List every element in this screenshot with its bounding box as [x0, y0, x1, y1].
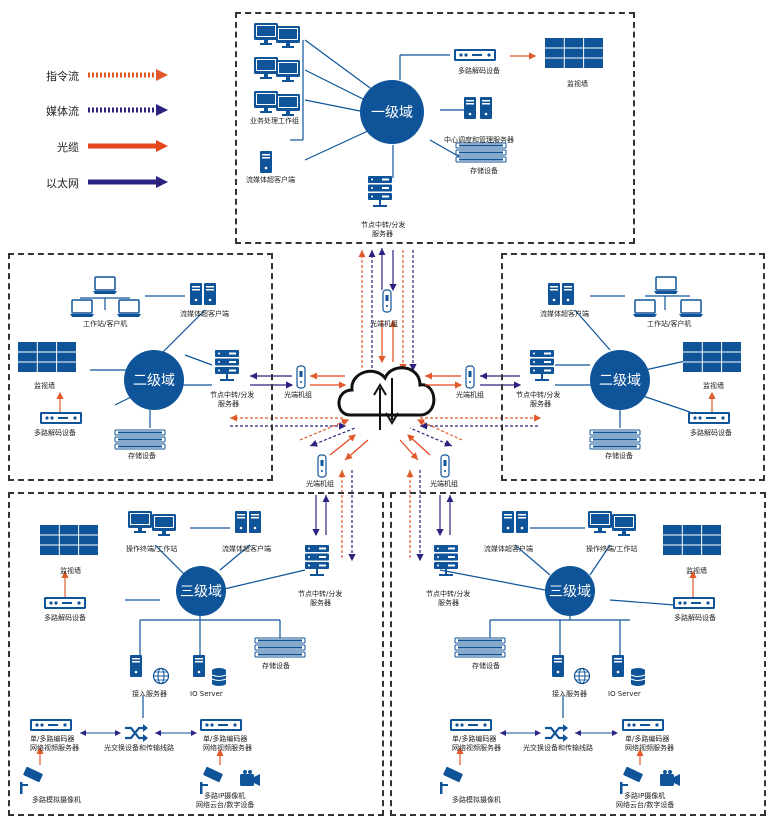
br-encoder-label-1: 单/多路编码器 [452, 735, 497, 743]
right-relay-label-2: 服务器 [530, 400, 551, 408]
domain-level1: 一级域 [360, 80, 424, 144]
left-storage-label: 存储设备 [128, 452, 156, 460]
bl-encoder2-label-1: 单/多路编码器 [203, 735, 248, 743]
left-relay-label-2: 服务器 [218, 400, 239, 408]
left-zone-graphics [80, 295, 213, 428]
top-relay-label-2: 服务器 [372, 230, 393, 238]
optical-top-label: 光端机组 [370, 320, 398, 328]
top-relay-label-1: 节点中转/分发 [361, 221, 406, 229]
br-encoder-label-2: 网络视频服务器 [452, 744, 501, 752]
top-decoder-label: 多路解码设备 [458, 67, 500, 75]
optical-bottom-left-label: 光端机组 [306, 480, 334, 488]
domain-level2-right: 二级域 [590, 350, 650, 410]
top-dispatch-server-label: 中心调度和管理服务器 [444, 136, 514, 144]
bl-relay-label-1: 节点中转/分发 [298, 590, 343, 598]
optical-bottom-right-label: 光端机组 [430, 480, 458, 488]
bottom-right-graphics [439, 527, 676, 718]
bl-ip-cam-label-2: 网络云台/数字设备 [196, 801, 255, 809]
left-video-wall-label: 监视墙 [34, 382, 55, 390]
br-encoder2-label-1: 单/多路编码器 [625, 735, 670, 743]
br-ip-cam-label-2: 网络云台/数字设备 [616, 801, 675, 809]
optical-left-label: 光端机组 [284, 391, 312, 399]
legend-fiber: 光缆 [57, 141, 79, 154]
bl-video-wall-label: 监视墙 [60, 567, 81, 575]
bl-analog-cam-label: 多路模拟摄像机 [32, 796, 81, 804]
right-workstation-label: 工作站/客户机 [647, 320, 692, 328]
bl-encoder-label-2: 网络视频服务器 [30, 744, 79, 752]
bl-decoder-label: 多路解码设备 [44, 614, 86, 622]
br-access-server-label: 接入服务器 [552, 690, 587, 698]
legend-ethernet: 以太网 [46, 177, 79, 190]
right-video-wall-label: 监视墙 [703, 382, 724, 390]
left-zone [8, 253, 273, 481]
br-terminal-label: 操作终端/工作站 [586, 545, 638, 553]
bl-relay-label-2: 服务器 [310, 599, 331, 607]
left-media-client-label: 流媒体超客户端 [180, 310, 229, 318]
bottom-left-zone [8, 492, 384, 816]
br-relay-label-2: 服务器 [438, 599, 459, 607]
legend-command-flow: 指令流 [46, 70, 79, 83]
top-storage-label: 存储设备 [470, 167, 498, 175]
bl-encoder2-label-2: 网络视频服务器 [203, 744, 252, 752]
cloud-icon [337, 366, 436, 430]
bl-switch-label: 光交换设备和传输线路 [104, 744, 174, 752]
right-decoder-label: 多路解码设备 [690, 429, 732, 437]
left-decoder-label: 多路解码设备 [34, 429, 76, 437]
top-zone-graphics [290, 39, 466, 178]
domain-level3-left: 三级域 [176, 566, 226, 616]
top-workstation-group-label: 业务处理工作组 [250, 117, 299, 125]
right-storage-label: 存储设备 [605, 452, 633, 460]
bl-media-client-label: 流媒体超客户端 [222, 545, 271, 553]
bottom-links [299, 418, 463, 562]
right-zone [501, 253, 765, 481]
br-media-client-label: 流媒体超客户端 [484, 545, 533, 553]
legend-arrows [88, 69, 168, 188]
top-links [358, 248, 417, 372]
bl-terminal-label: 操作终端/工作站 [126, 545, 178, 553]
right-media-client-label: 流媒体超客户端 [540, 310, 589, 318]
legend-media-flow: 媒体流 [46, 105, 79, 118]
bl-storage-label: 存储设备 [262, 662, 290, 670]
top-video-wall-label: 监视墙 [567, 80, 588, 88]
bl-io-server-label: IO Server [190, 690, 223, 698]
br-switch-label: 光交换设备和传输线路 [523, 744, 593, 752]
left-relay-label-1: 节点中转/分发 [210, 391, 255, 399]
top-zone [235, 12, 635, 244]
bl-access-server-label: 接入服务器 [132, 690, 167, 698]
br-storage-label: 存储设备 [472, 662, 500, 670]
domain-level2-left: 二级域 [124, 350, 184, 410]
br-encoder2-label-2: 网络视频服务器 [625, 744, 674, 752]
br-video-wall-label: 监视墙 [686, 567, 707, 575]
top-media-client-label: 流媒体超客户端 [246, 176, 295, 184]
br-analog-cam-label: 多路模拟摄像机 [452, 796, 501, 804]
bl-ip-cam-label-1: 多路IP摄像机 [204, 792, 246, 800]
br-io-server-label: IO Server [608, 690, 641, 698]
optical-right-label: 光端机组 [456, 391, 484, 399]
right-zone-graphics [555, 295, 691, 428]
bl-encoder-label-1: 单/多路编码器 [30, 735, 75, 743]
bottom-right-zone [390, 492, 766, 816]
br-ip-cam-label-1: 多路IP摄像机 [624, 792, 666, 800]
br-decoder-label: 多路解码设备 [674, 614, 716, 622]
right-relay-label-1: 节点中转/分发 [516, 391, 561, 399]
bottom-left-graphics [125, 527, 306, 718]
br-relay-label-1: 节点中转/分发 [426, 590, 471, 598]
left-workstation-label: 工作站/客户机 [83, 320, 128, 328]
domain-level3-right: 三级域 [545, 566, 595, 616]
